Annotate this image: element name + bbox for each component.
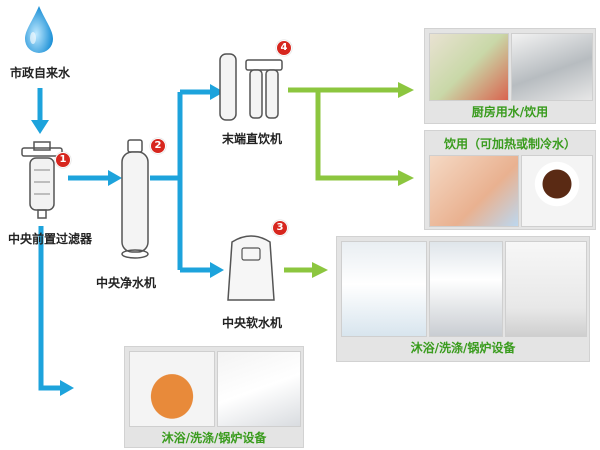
baby-photo [429, 155, 519, 227]
badge-4: 4 [276, 40, 292, 56]
arrow-right-softener [210, 262, 224, 278]
drinking-caption: 饮用（可加热或制冷水） [443, 137, 576, 151]
bath-bottom-caption: 沐浴/洗涤/锅炉设备 [161, 431, 267, 445]
toilet-photo [217, 351, 301, 427]
coffee-photo [521, 155, 593, 227]
pre-filter-label: 中央前置过滤器 [8, 232, 93, 246]
arrow-down [31, 120, 49, 134]
line-to-drinking [315, 90, 400, 181]
purifier-icon [121, 139, 149, 259]
water-drop-icon [25, 6, 53, 53]
softener-label: 中央软水机 [222, 316, 283, 330]
softener-icon [227, 235, 275, 301]
arrow-right-dispenser [210, 84, 224, 100]
dispenser-label: 末端直饮机 [222, 132, 283, 146]
arrow-right-bath [60, 380, 74, 396]
arrow-right-purifier [108, 170, 122, 186]
boiler-photo [505, 241, 587, 337]
arrow-green-bath [312, 262, 328, 278]
kitchen-caption: 厨房用水/饮用 [471, 105, 549, 119]
bath-photo [341, 241, 427, 337]
arrow-green-drinking [398, 170, 414, 186]
badge-1: 1 [55, 152, 71, 168]
faucet-photo [511, 33, 593, 101]
pre-filter-icon [21, 141, 63, 219]
purifier-label: 中央净水机 [96, 276, 157, 290]
drinking-panel: 饮用（可加热或制冷水） [424, 130, 596, 230]
bath-top-caption: 沐浴/洗涤/锅炉设备 [410, 341, 516, 355]
badge-2: 2 [150, 138, 166, 154]
mop-bucket-photo [129, 351, 215, 427]
bath-top-panel: 沐浴/洗涤/锅炉设备 [336, 236, 590, 362]
laundry-photo [429, 241, 503, 337]
badge-3: 3 [272, 220, 288, 236]
kitchen-panel: 厨房用水/饮用 [424, 28, 596, 124]
vegetables-photo [429, 33, 509, 101]
bath-bottom-panel: 沐浴/洗涤/锅炉设备 [124, 346, 304, 448]
line-filter-to-bath [38, 226, 62, 391]
dispenser-icon [219, 53, 283, 121]
arrow-green-kitchen [398, 82, 414, 98]
tap-water-label: 市政自来水 [10, 66, 71, 80]
